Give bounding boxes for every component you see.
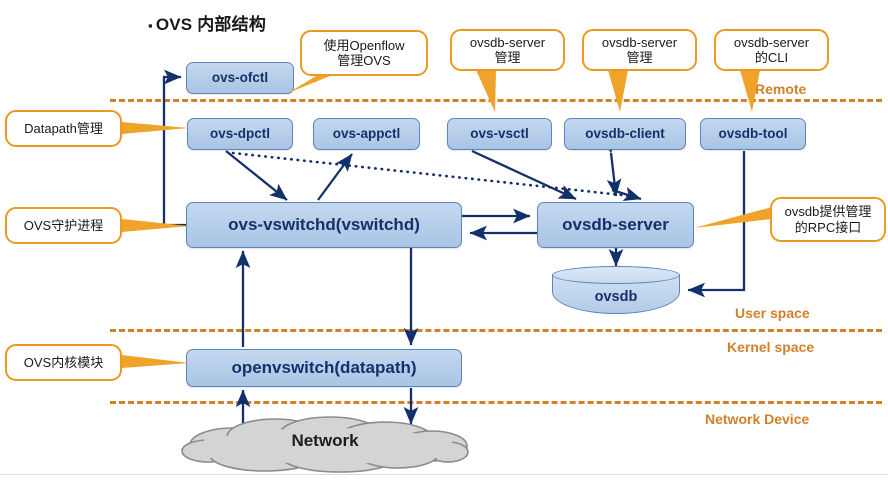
callout-ovs-daemon[interactable]: OVS守护进程 xyxy=(5,207,122,244)
callout-vsctl-mgmt[interactable]: ovsdb-server 管理 xyxy=(450,29,565,71)
zone-label-remote: Remote xyxy=(755,81,807,97)
node-ovsdb-label: ovsdb xyxy=(594,289,638,305)
title-text: OVS 内部结构 xyxy=(155,15,267,34)
callout-client-mgmt[interactable]: ovsdb-server 管理 xyxy=(582,29,697,71)
node-ovs-dpctl[interactable]: ovs-dpctl xyxy=(187,118,293,150)
node-openvswitch-datapath[interactable]: openvswitch(datapath) xyxy=(186,349,462,387)
divider-remote-user xyxy=(110,99,882,102)
node-ovs-vswitchd[interactable]: ovs-vswitchd(vswitchd) xyxy=(186,202,462,248)
divider-kernel-network xyxy=(110,401,882,404)
node-ovsdb-cylinder[interactable]: ovsdb xyxy=(552,266,680,314)
callout-datapath-mgmt[interactable]: Datapath管理 xyxy=(5,110,122,147)
node-ovs-vsctl[interactable]: ovs-vsctl xyxy=(447,118,552,150)
node-ovs-ofctl[interactable]: ovs-ofctl xyxy=(186,62,294,94)
zone-label-user-space: User space xyxy=(735,305,810,321)
node-ovsdb-tool[interactable]: ovsdb-tool xyxy=(700,118,806,150)
zone-label-network-device: Network Device xyxy=(705,411,810,427)
cylinder-top-ellipse xyxy=(552,266,680,284)
node-ovsdb-client[interactable]: ovsdb-client xyxy=(564,118,686,150)
page-title: ▪OVS 内部结构 xyxy=(148,10,266,35)
callout-ovsdb-rpc[interactable]: ovsdb提供管理 的RPC接口 xyxy=(770,197,886,242)
node-network-cloud[interactable]: Network xyxy=(180,412,470,474)
callout-openflow[interactable]: 使用Openflow 管理OVS xyxy=(300,30,428,76)
node-ovsdb-server[interactable]: ovsdb-server xyxy=(537,202,694,248)
callout-tool-cli[interactable]: ovsdb-server 的CLI xyxy=(714,29,829,71)
node-network-label: Network xyxy=(291,431,359,450)
zone-label-kernel-space: Kernel space xyxy=(727,339,815,355)
divider-user-kernel xyxy=(110,329,882,332)
node-ovs-appctl[interactable]: ovs-appctl xyxy=(313,118,420,150)
footer-divider xyxy=(0,474,888,475)
title-bullet-icon: ▪ xyxy=(148,18,153,34)
callout-kernel-module[interactable]: OVS内核模块 xyxy=(5,344,122,381)
cloud-shape-icon xyxy=(181,416,469,473)
